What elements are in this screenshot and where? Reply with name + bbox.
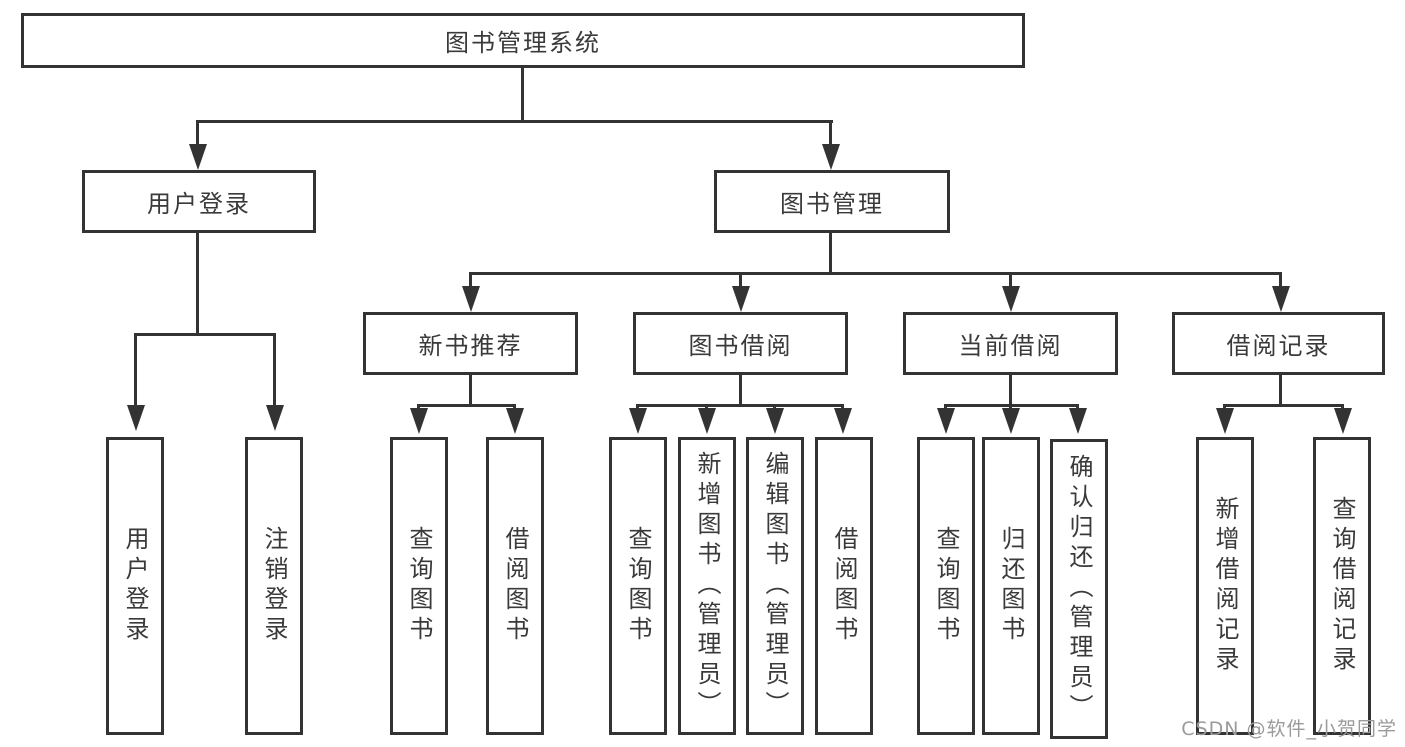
connector-line (1009, 272, 1012, 288)
arrow-down-icon (410, 408, 428, 434)
connector-line (417, 404, 516, 407)
arrow-down-icon (822, 144, 840, 170)
leaf-query-borrow-record: 查询借阅记录 (1313, 437, 1371, 735)
node-new-book-recommend: 新书推荐 (363, 312, 578, 375)
node-user-login: 用户登录 (82, 170, 316, 233)
connector-line (739, 272, 742, 288)
connector-line (469, 272, 472, 288)
connector-line (944, 404, 947, 410)
connector-line (829, 120, 832, 146)
connector-line (469, 272, 1282, 275)
connector-line (636, 404, 639, 410)
arrow-down-icon (1216, 408, 1234, 434)
leaf-edit-book-admin: 编辑图书（管理员） (746, 437, 804, 735)
leaf-borrow-books-recommend: 借阅图书 (486, 437, 544, 735)
leaf-logout: 注销登录 (245, 437, 303, 735)
arrow-down-icon (1002, 408, 1020, 434)
connector-line (1279, 272, 1282, 288)
connector-line (841, 404, 844, 410)
connector-line (739, 375, 742, 407)
node-borrow-records: 借阅记录 (1172, 312, 1385, 375)
connector-line (773, 404, 776, 410)
leaf-query-books-current: 查询图书 (917, 437, 975, 735)
connector-line (1279, 375, 1282, 407)
leaf-add-book-admin: 新增图书（管理员） (678, 437, 736, 735)
node-book-management: 图书管理 (714, 170, 950, 233)
connector-line (1341, 404, 1344, 410)
leaf-confirm-return-admin: 确认归还（管理员） (1050, 439, 1108, 739)
arrow-down-icon (937, 408, 955, 434)
connector-line (521, 68, 524, 122)
arrow-down-icon (1069, 408, 1087, 434)
arrow-down-icon (266, 405, 284, 431)
connector-line (1009, 404, 1012, 410)
arrow-down-icon (629, 408, 647, 434)
leaf-user-login: 用户登录 (106, 437, 164, 735)
arrow-down-icon (462, 286, 480, 312)
arrow-down-icon (189, 144, 207, 170)
leaf-add-borrow-record: 新增借阅记录 (1196, 437, 1254, 735)
arrow-down-icon (1272, 286, 1290, 312)
connector-line (134, 333, 276, 336)
arrow-down-icon (1002, 286, 1020, 312)
connector-line (636, 404, 844, 407)
connector-line (513, 404, 516, 410)
arrow-down-icon (1334, 408, 1352, 434)
connector-line (196, 120, 833, 123)
arrow-down-icon (127, 405, 145, 431)
node-book-borrow: 图书借阅 (633, 312, 848, 375)
connector-line (469, 375, 472, 407)
connector-line (196, 233, 199, 335)
leaf-query-books-recommend: 查询图书 (390, 437, 448, 735)
connector-line (134, 333, 137, 407)
connector-line (273, 333, 276, 407)
connector-line (1076, 404, 1079, 410)
connector-line (705, 404, 708, 410)
arrow-down-icon (834, 408, 852, 434)
csdn-watermark: CSDN @软件_小贺同学 (1181, 718, 1397, 740)
connector-line (1009, 375, 1012, 407)
connector-line (1223, 404, 1344, 407)
leaf-query-books-borrow: 查询图书 (609, 437, 667, 735)
arrow-down-icon (506, 408, 524, 434)
arrow-down-icon (732, 286, 750, 312)
node-library-system: 图书管理系统 (21, 13, 1025, 68)
arrow-down-icon (698, 408, 716, 434)
connector-line (829, 233, 832, 275)
connector-line (196, 120, 199, 146)
leaf-borrow-books: 借阅图书 (815, 437, 873, 735)
leaf-return-books: 归还图书 (982, 437, 1040, 735)
connector-line (417, 404, 420, 410)
connector-line (1223, 404, 1226, 410)
arrow-down-icon (766, 408, 784, 434)
node-current-borrow: 当前借阅 (903, 312, 1118, 375)
